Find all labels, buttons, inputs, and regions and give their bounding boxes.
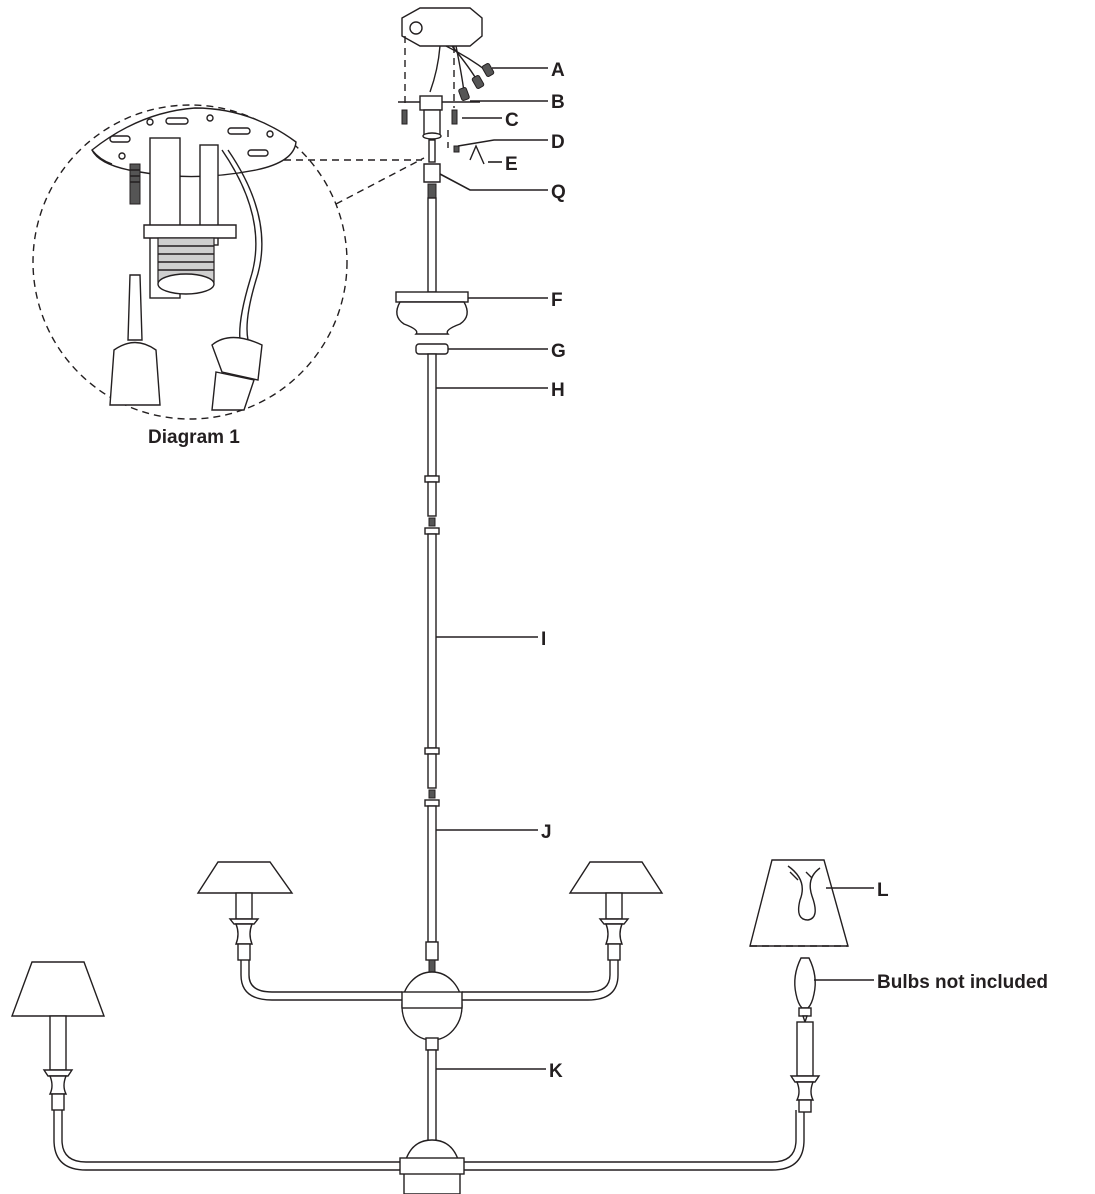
inset-mounting-plate: [91, 107, 297, 178]
lower-tier: [10, 859, 849, 1194]
bulb: [794, 957, 816, 1009]
callout-j: J: [541, 822, 552, 843]
inset-crossbar-nipple: [143, 137, 237, 299]
ceiling-hardware: [398, 7, 495, 183]
upper-right-arm: [568, 861, 664, 961]
collar: [415, 343, 449, 355]
stem-j: [427, 805, 437, 943]
stem-i: [427, 533, 437, 749]
canopy-stem: [395, 183, 469, 975]
upper-tier: [196, 861, 664, 1051]
callout-b: B: [551, 92, 565, 113]
callout-e: E: [505, 154, 518, 175]
callout-k: K: [549, 1061, 563, 1082]
junction-box: [401, 7, 483, 47]
inset-pointer-line-2: [335, 157, 425, 205]
callout-h: H: [551, 380, 565, 401]
bulbs-note: Bulbs not included: [877, 972, 1048, 993]
stem-h: [427, 353, 437, 477]
callout-l: L: [877, 880, 889, 901]
callout-a: A: [551, 60, 565, 81]
lower-left-shade: [10, 961, 106, 1017]
callout-d: D: [551, 132, 565, 153]
callout-g: G: [551, 341, 566, 362]
callouts: A B C D E Q F G H I J L Bulbs not includ…: [436, 60, 1048, 1082]
callout-q: Q: [551, 182, 566, 203]
lower-right-arm: [749, 859, 849, 1113]
canopy: [395, 291, 469, 303]
inset-wire-hand: [211, 149, 263, 411]
callout-f: F: [551, 290, 563, 311]
stem-k: [427, 1049, 437, 1143]
lower-left-arm: [10, 961, 106, 1111]
inset-screwdriver: [109, 274, 161, 406]
callout-i: I: [541, 629, 546, 650]
inset-caption: Diagram 1: [148, 427, 240, 448]
inset-screw: [129, 163, 141, 205]
inset-diagram-1: Diagram 1: [32, 104, 425, 448]
upper-left-arm: [196, 861, 294, 961]
callout-c: C: [505, 110, 519, 131]
upper-right-shade: [568, 861, 664, 894]
upper-left-shade: [196, 861, 294, 894]
